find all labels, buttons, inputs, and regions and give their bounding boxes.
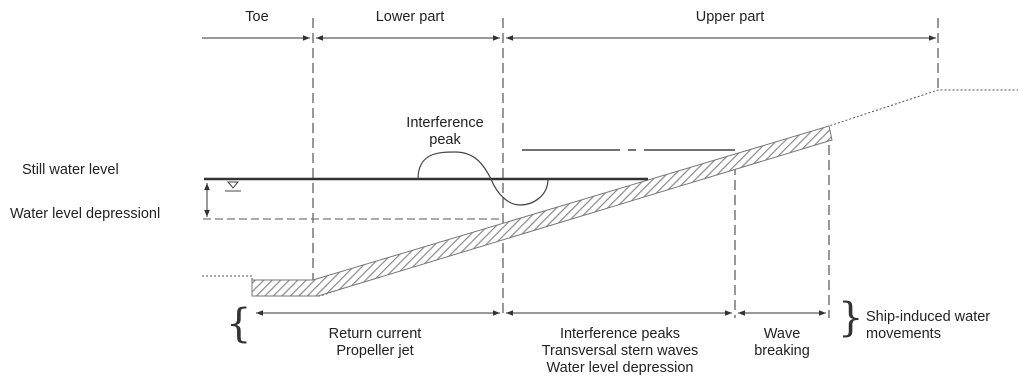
left-brace: { xyxy=(226,301,252,347)
load-label-wave: Wave xyxy=(763,326,801,342)
load-label-water-level-depression: Water level depression xyxy=(546,360,694,376)
load-label-breaking: breaking xyxy=(754,343,810,359)
category-label-movements: movements xyxy=(866,326,941,342)
load-label-propeller-jet: Propeller jet xyxy=(336,343,414,359)
load-label-interference-peaks: Interference peaks xyxy=(559,326,681,342)
water-level-symbol xyxy=(225,181,241,192)
water-level-depression-label: Water level depressionl xyxy=(10,206,161,222)
right-brace: } xyxy=(838,295,864,341)
load-label-transversal-stern-waves: Transversal stern waves xyxy=(541,343,699,359)
still-water-level-label: Still water level xyxy=(22,162,119,178)
load-label-return-current: Return current xyxy=(328,326,422,342)
category-label-ship-induced: Ship-induced water xyxy=(866,309,991,325)
interference-wave xyxy=(417,151,549,206)
zone-label-upper-part: Upper part xyxy=(695,9,765,25)
interference-peak-label-line1: Interference xyxy=(406,115,484,131)
zone-label-lower-part: Lower part xyxy=(375,9,445,25)
zone-label-toe: Toe xyxy=(245,9,269,25)
interference-peak-label-line2: peak xyxy=(429,132,461,148)
ground-profile-line xyxy=(202,89,1018,297)
revetment-layer xyxy=(251,125,833,297)
